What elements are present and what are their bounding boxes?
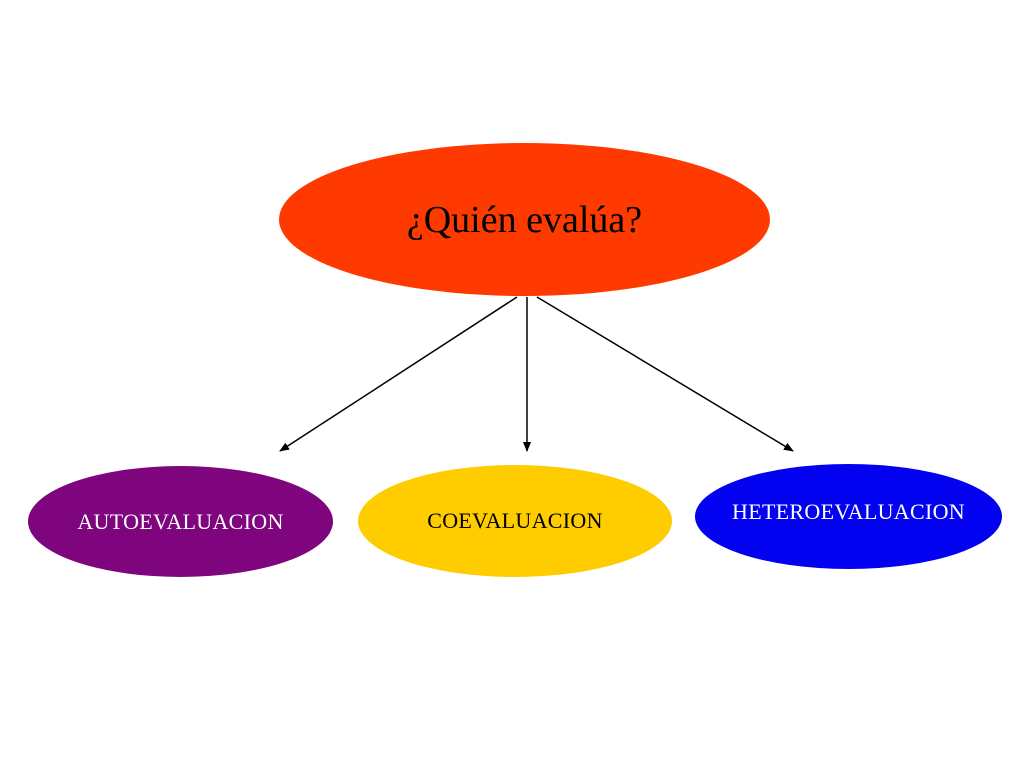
autoevaluacion-label: AUTOEVALUACION xyxy=(77,508,284,534)
heteroevaluacion-label: HETEROEVALUACION xyxy=(732,498,965,524)
arrow-to-autoevaluacion xyxy=(279,296,518,452)
coevaluacion-label: COEVALUACION xyxy=(427,508,603,533)
root-node-label: ¿Quién evalúa? xyxy=(406,198,643,241)
arrow-to-heteroevaluacion xyxy=(536,296,794,452)
autoevaluacion-node: AUTOEVALUACION xyxy=(28,466,333,577)
coevaluacion-node: COEVALUACION xyxy=(358,465,672,577)
root-node: ¿Quién evalúa? xyxy=(279,143,770,296)
heteroevaluacion-node: HETEROEVALUACION xyxy=(695,464,1002,569)
